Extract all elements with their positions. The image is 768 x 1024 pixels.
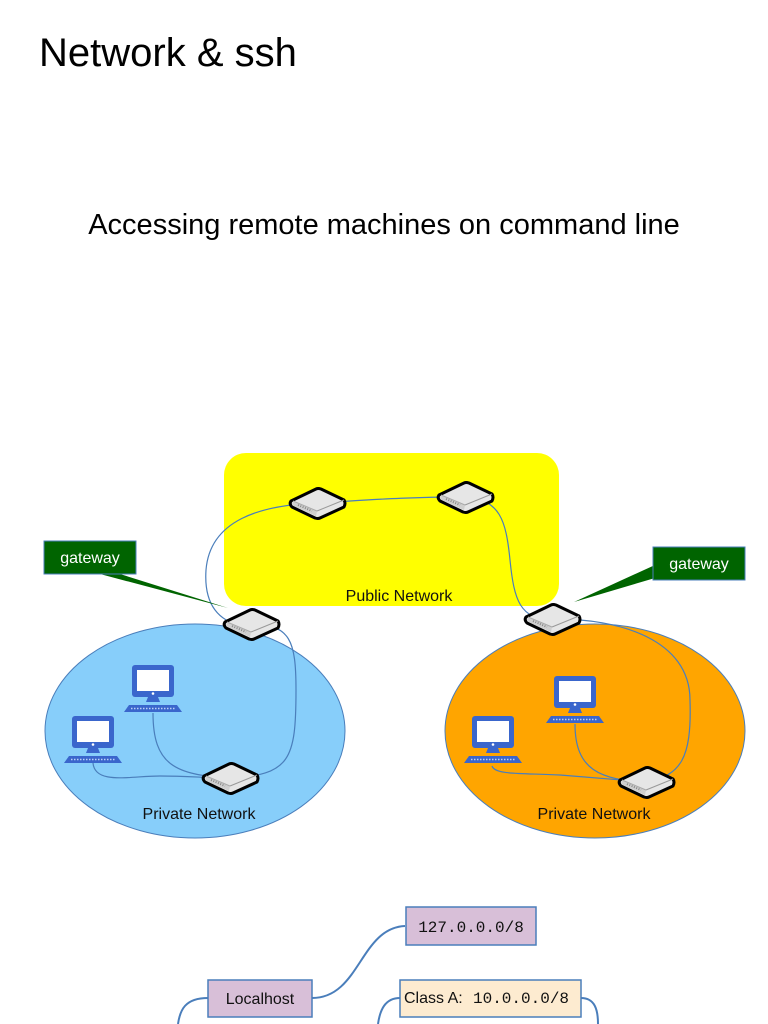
public-network-area xyxy=(224,453,559,606)
link-gateway-right-switch-right xyxy=(551,618,691,783)
node-class-a: Class A: 10.0.0.0/8 xyxy=(399,979,582,1018)
gateway-callout-left-label: gateway xyxy=(60,550,120,567)
node-127: 127.0.0.0/8 xyxy=(405,906,537,946)
private-network-right-label: Private Network xyxy=(538,806,652,823)
slide-subtitle: Accessing remote machines on command lin… xyxy=(88,209,680,241)
node-localhost: Localhost xyxy=(207,979,313,1018)
gateway-callout-right-label: gateway xyxy=(669,556,729,573)
address-tree-links xyxy=(177,925,599,1024)
gateway-callout-left: gateway xyxy=(43,540,228,608)
private-network-left xyxy=(44,623,346,839)
gateway-callout-right: gateway xyxy=(574,546,746,602)
public-network-label: Public Network xyxy=(346,588,454,605)
node-class-a-address: 10.0.0.0/8 xyxy=(473,990,569,1008)
slide-title: Network & ssh xyxy=(39,31,297,75)
link-gateway-left-switch-left xyxy=(229,623,297,779)
link-public1-gateway-left xyxy=(205,502,319,627)
node-class-a-prefix: Class A: xyxy=(404,990,463,1007)
node-127-label: 127.0.0.0/8 xyxy=(418,919,524,937)
private-network-left-label: Private Network xyxy=(143,806,257,823)
node-localhost-label: Localhost xyxy=(226,991,295,1008)
